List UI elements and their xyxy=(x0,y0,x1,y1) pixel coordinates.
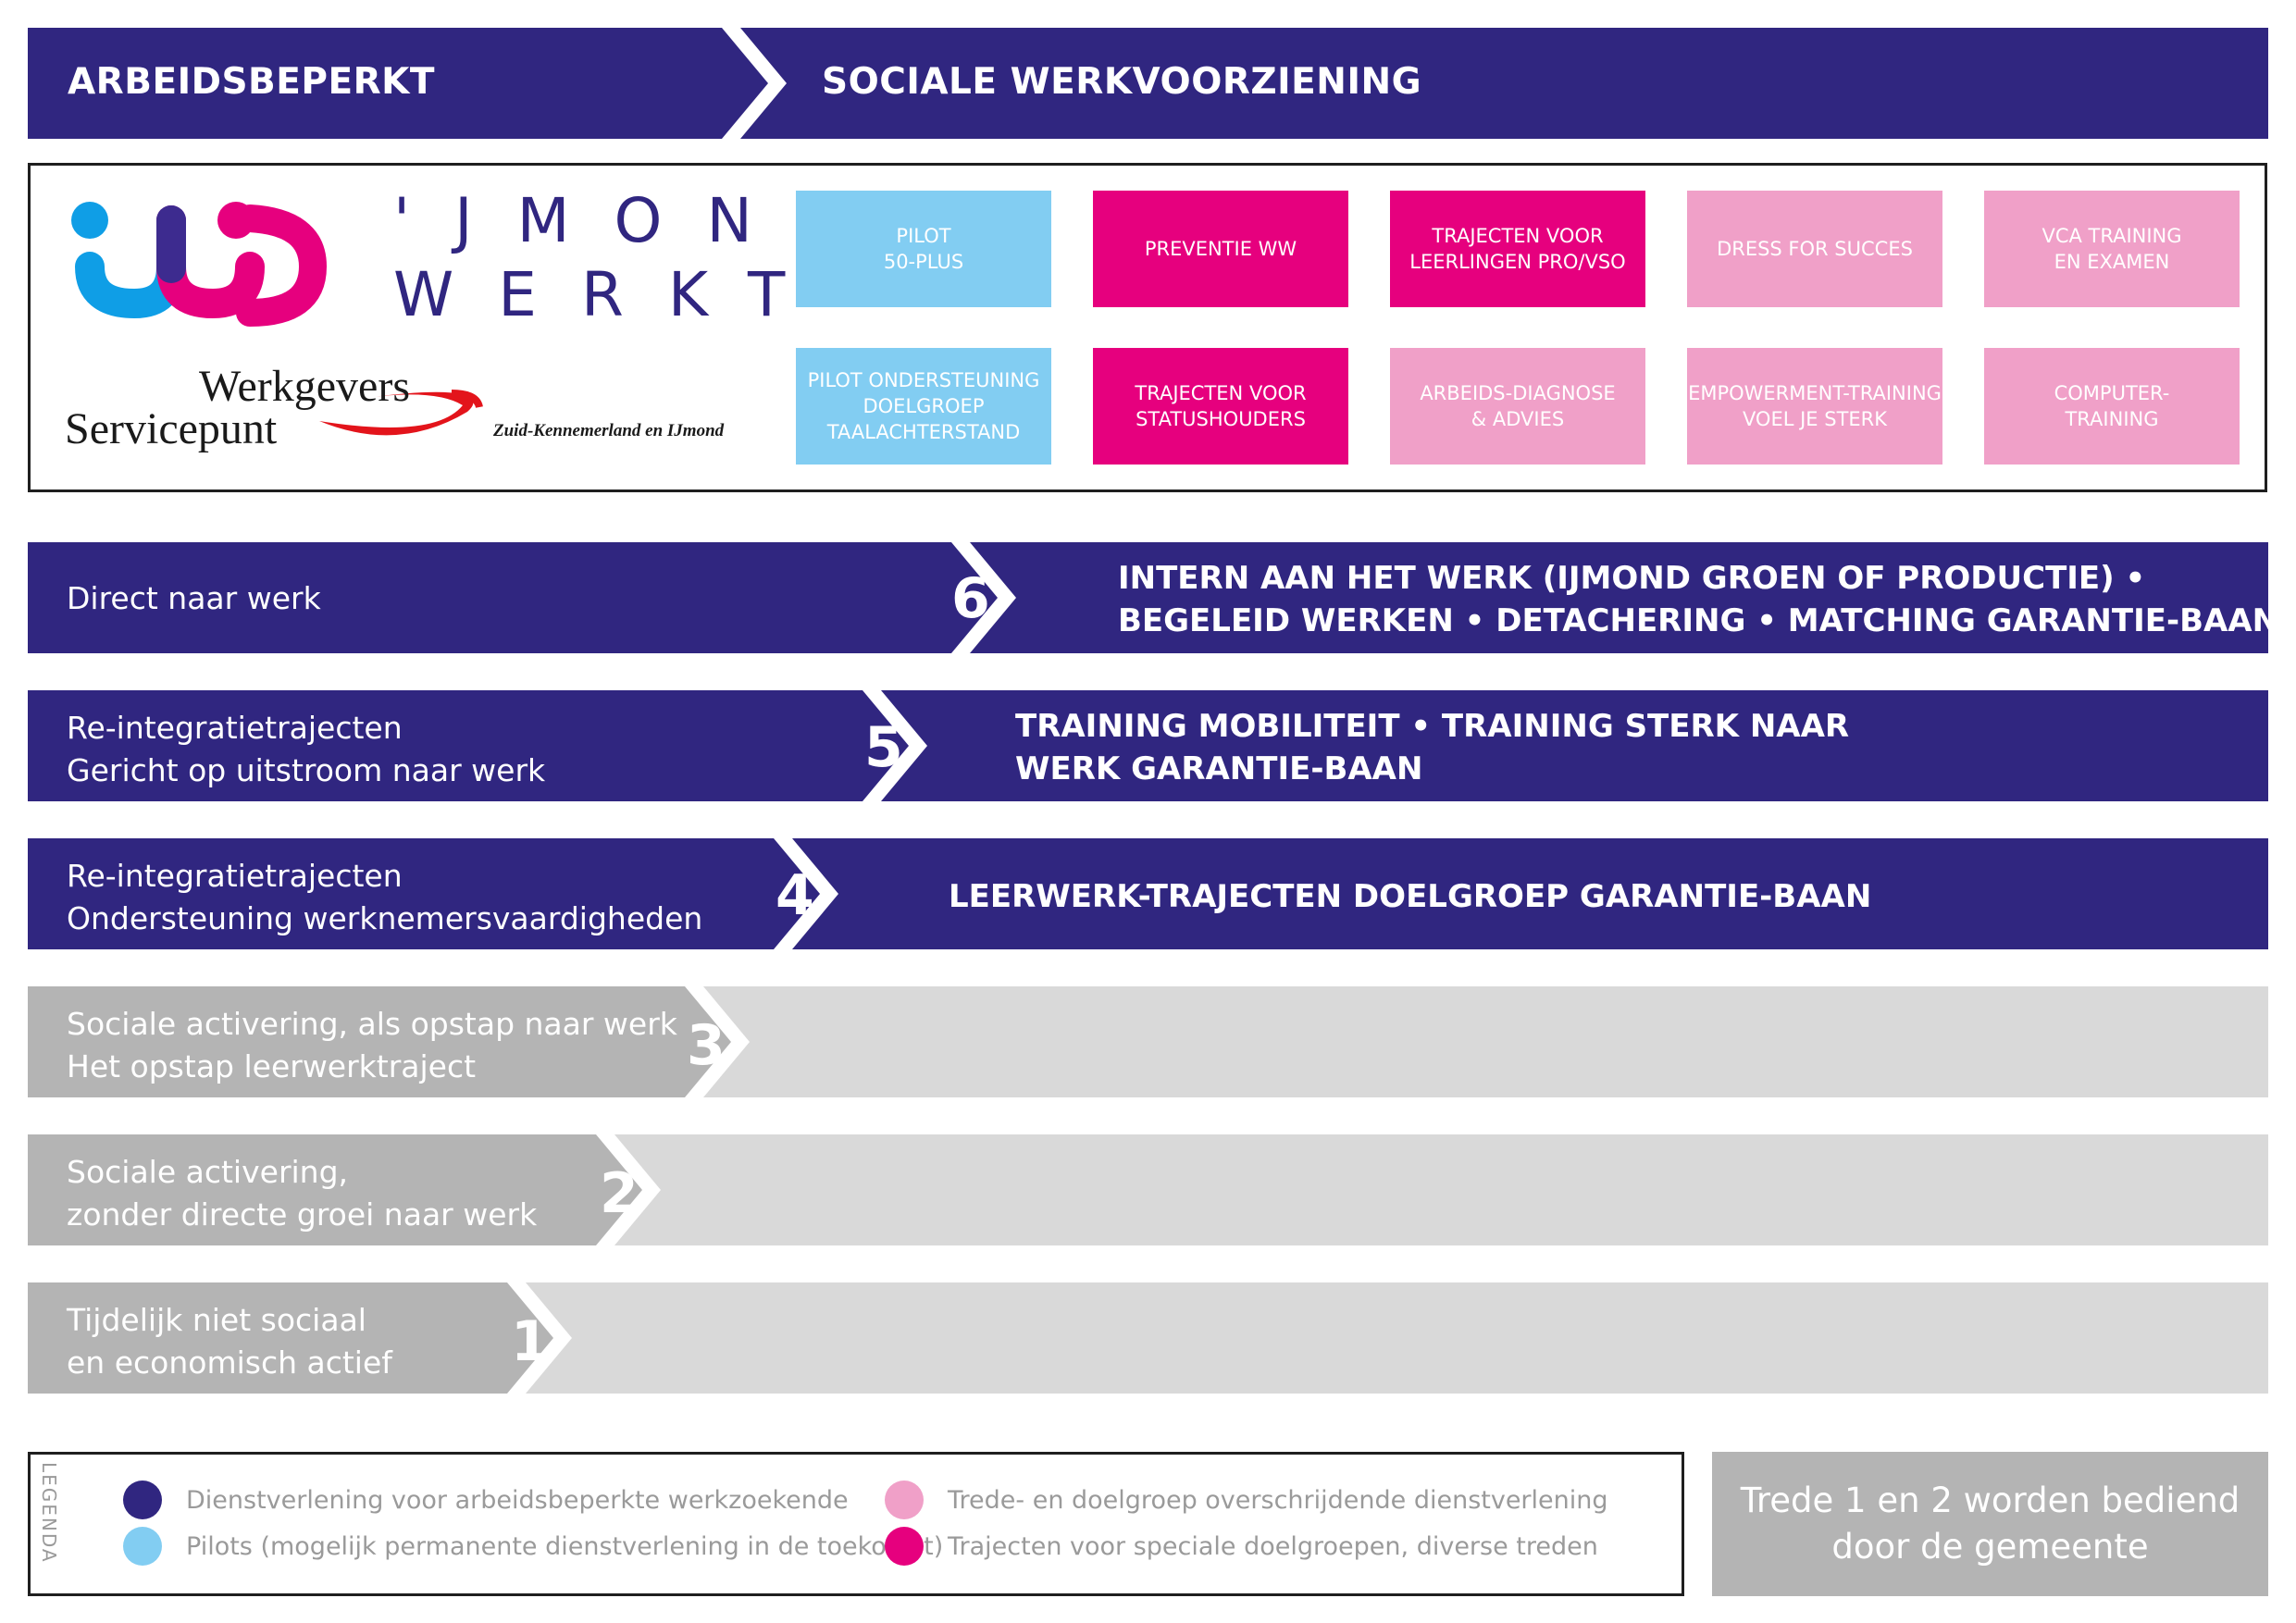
step-4-right-segment xyxy=(792,838,2268,949)
tile-trajecten-statushouders: TRAJECTEN VOOR STATUSHOUDERS xyxy=(1093,348,1348,465)
step-4-description: LEERWERK-TRAJECTEN DOELGROEP GARANTIE-BA… xyxy=(949,878,1872,915)
legend-item-pilots: Pilots (mogelijk permanente dienstverlen… xyxy=(123,1527,943,1566)
tile-pilot-taalachterstand: PILOT ONDERSTEUNING DOELGROEP TAALACHTER… xyxy=(796,348,1051,465)
step-3-left-segment xyxy=(28,986,731,1097)
logo-dot-blue-icon xyxy=(71,202,108,239)
header-right-segment xyxy=(740,28,2268,139)
step-5-left-segment xyxy=(28,690,909,801)
header-left-label: ARBEIDSBEPERKT xyxy=(68,61,435,103)
tile-dress-for-succes: DRESS FOR SUCCES xyxy=(1687,191,1942,307)
tile-trajecten-leerlingen: TRAJECTEN VOOR LEERLINGEN PRO/VSO xyxy=(1390,191,1645,307)
step-6-right-segment xyxy=(970,542,2268,653)
servicepunt-swoosh-tip-icon xyxy=(451,390,483,409)
step-3-right-segment xyxy=(703,986,2268,1097)
legend-dot-light-pink-icon xyxy=(885,1481,924,1519)
step-5-description: TRAINING MOBILITEIT • TRAINING STERK NAA… xyxy=(1015,708,1850,787)
legend-dot-light-blue-icon xyxy=(123,1527,162,1566)
step-1-left-segment xyxy=(28,1282,553,1394)
step-4-label: Re-integratietrajecten Ondersteuning wer… xyxy=(67,858,703,936)
header-right-label: SOCIALE WERKVOORZIENING xyxy=(822,61,1422,103)
step-4-number: 4 xyxy=(776,863,814,928)
legend-text: Pilots (mogelijk permanente dienstverlen… xyxy=(186,1531,944,1561)
services-panel xyxy=(28,163,2267,492)
servicepunt-swoosh-icon xyxy=(319,391,474,436)
ijmond-logo-line1: 'JMOND xyxy=(393,185,888,256)
legend-dot-magenta-icon xyxy=(885,1527,924,1566)
step-6-left-segment xyxy=(28,542,998,653)
header-left-segment xyxy=(28,28,768,139)
step-6-number: 6 xyxy=(951,566,990,631)
step-3-number: 3 xyxy=(687,1013,726,1078)
step-1-label: Tijdelijk niet sociaal en economisch act… xyxy=(67,1302,392,1381)
werkgevers-logo-line2: Servicepunt xyxy=(65,404,278,453)
tile-pilot-50-plus: PILOT 50-PLUS xyxy=(796,191,1051,307)
legend-dot-dark-blue-icon xyxy=(123,1481,162,1519)
header-bar xyxy=(28,28,2268,139)
legend-text: Trede- en doelgroep overschrijdende dien… xyxy=(948,1485,1608,1515)
ijmond-logo-line2: WERKT xyxy=(393,259,830,330)
step-6-label: Direct naar werk xyxy=(67,580,321,616)
ijmond-werkt-logo-mark xyxy=(71,202,483,436)
logo-arc-right-icon xyxy=(236,204,328,327)
gemeente-note: Trede 1 en 2 worden bediend door de geme… xyxy=(1712,1452,2268,1596)
legend: LEGENDA Dienstverlening voor arbeidsbepe… xyxy=(28,1452,1684,1596)
step-3-label: Sociale activering, als opstap naar werk… xyxy=(67,1006,677,1084)
step-4-left-segment xyxy=(28,838,820,949)
legend-item-speciale-doelgroepen: Trajecten voor speciale doelgroepen, div… xyxy=(885,1527,1598,1566)
step-2-right-segment xyxy=(614,1134,2268,1245)
step-5-label: Re-integratietrajecten Gericht op uitstr… xyxy=(67,710,546,788)
step-1-right-segment xyxy=(526,1282,2268,1394)
step-1-number: 1 xyxy=(511,1309,550,1374)
werkgevers-logo-line1: Werkgevers xyxy=(199,362,411,411)
tile-empowerment-training: EMPOWERMENT-TRAINING VOEL JE STERK xyxy=(1687,348,1942,465)
tile-vca-training: VCA TRAINING EN EXAMEN xyxy=(1984,191,2240,307)
step-2-left-segment xyxy=(28,1134,642,1245)
legend-text: Trajecten voor speciale doelgroepen, div… xyxy=(948,1531,1598,1561)
step-6-description: INTERN AAN HET WERK (IJMOND GROEN OF PRO… xyxy=(1118,560,2279,639)
step-5-number: 5 xyxy=(864,715,903,780)
legend-title: LEGENDA xyxy=(38,1462,60,1564)
step-2-number: 2 xyxy=(600,1161,639,1226)
step-5-right-segment xyxy=(881,690,2268,801)
legend-item-overschrijdend: Trede- en doelgroep overschrijdende dien… xyxy=(885,1481,1608,1519)
step-2-label: Sociale activering, zonder directe groei… xyxy=(67,1154,538,1233)
werkgevers-region: Zuid-Kennemerland en IJmond xyxy=(493,421,725,440)
tile-computer-training: COMPUTER- TRAINING xyxy=(1984,348,2240,465)
tile-preventie-ww: PREVENTIE WW xyxy=(1093,191,1348,307)
legend-item-dienstverlening: Dienstverlening voor arbeidsbeperkte wer… xyxy=(123,1481,849,1519)
legend-text: Dienstverlening voor arbeidsbeperkte wer… xyxy=(186,1485,849,1515)
tile-arbeids-diagnose: ARBEIDS-DIAGNOSE & ADVIES xyxy=(1390,348,1645,465)
step-rows xyxy=(28,542,2268,1394)
